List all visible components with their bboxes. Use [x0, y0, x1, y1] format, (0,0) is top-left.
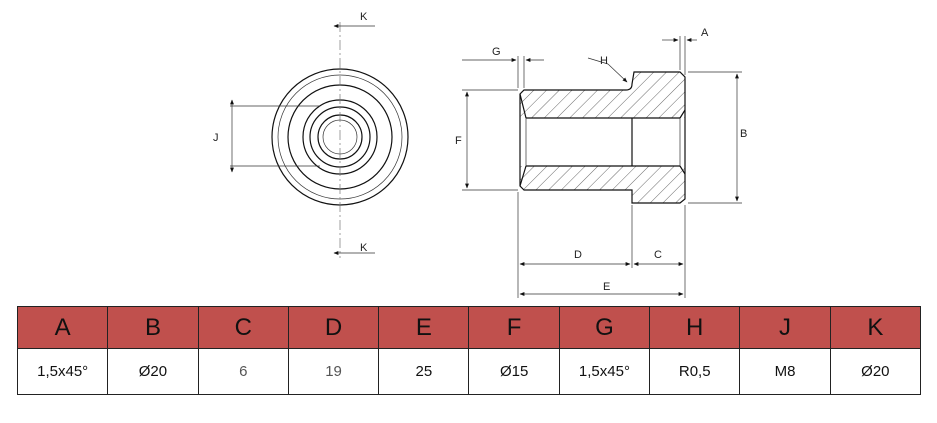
technical-drawing: K K J — [213, 11, 747, 298]
header-e: E — [378, 306, 470, 349]
label-h: H — [600, 55, 608, 67]
header-j: J — [739, 306, 831, 349]
header-c: C — [197, 306, 289, 349]
value-d: 19 — [287, 348, 380, 395]
label-g: G — [492, 46, 501, 58]
header-a: A — [16, 306, 109, 349]
section-dimensions — [462, 36, 742, 298]
value-k: Ø20 — [829, 348, 922, 395]
value-c: 6 — [197, 348, 289, 395]
label-f: F — [455, 135, 462, 147]
table-header-row: A B C D E F G H J K — [16, 306, 922, 349]
label-k-bottom: K — [360, 242, 368, 254]
header-k: K — [829, 306, 922, 349]
header-g: G — [558, 306, 651, 349]
value-f: Ø15 — [468, 348, 560, 395]
label-a: A — [701, 27, 709, 39]
front-view — [230, 22, 409, 258]
label-e: E — [603, 281, 610, 293]
section-view — [519, 71, 686, 204]
table-value-row: 1,5x45° Ø20 6 19 25 Ø15 1,5x45° R0,5 M8 … — [16, 348, 922, 395]
dimension-table: A B C D E F G H J K 1,5x45° Ø20 6 19 25 … — [16, 306, 922, 395]
header-b: B — [107, 306, 199, 349]
value-b: Ø20 — [107, 348, 199, 395]
label-d: D — [574, 249, 582, 261]
label-b: B — [740, 128, 747, 140]
value-h: R0,5 — [649, 348, 741, 395]
value-a: 1,5x45° — [16, 348, 109, 395]
header-h: H — [649, 306, 741, 349]
header-f: F — [468, 306, 560, 349]
label-j: J — [213, 132, 219, 144]
label-k-top: K — [360, 11, 368, 23]
label-c: C — [654, 249, 662, 261]
value-e: 25 — [378, 348, 470, 395]
value-j: M8 — [739, 348, 831, 395]
header-d: D — [287, 306, 380, 349]
value-g: 1,5x45° — [558, 348, 651, 395]
